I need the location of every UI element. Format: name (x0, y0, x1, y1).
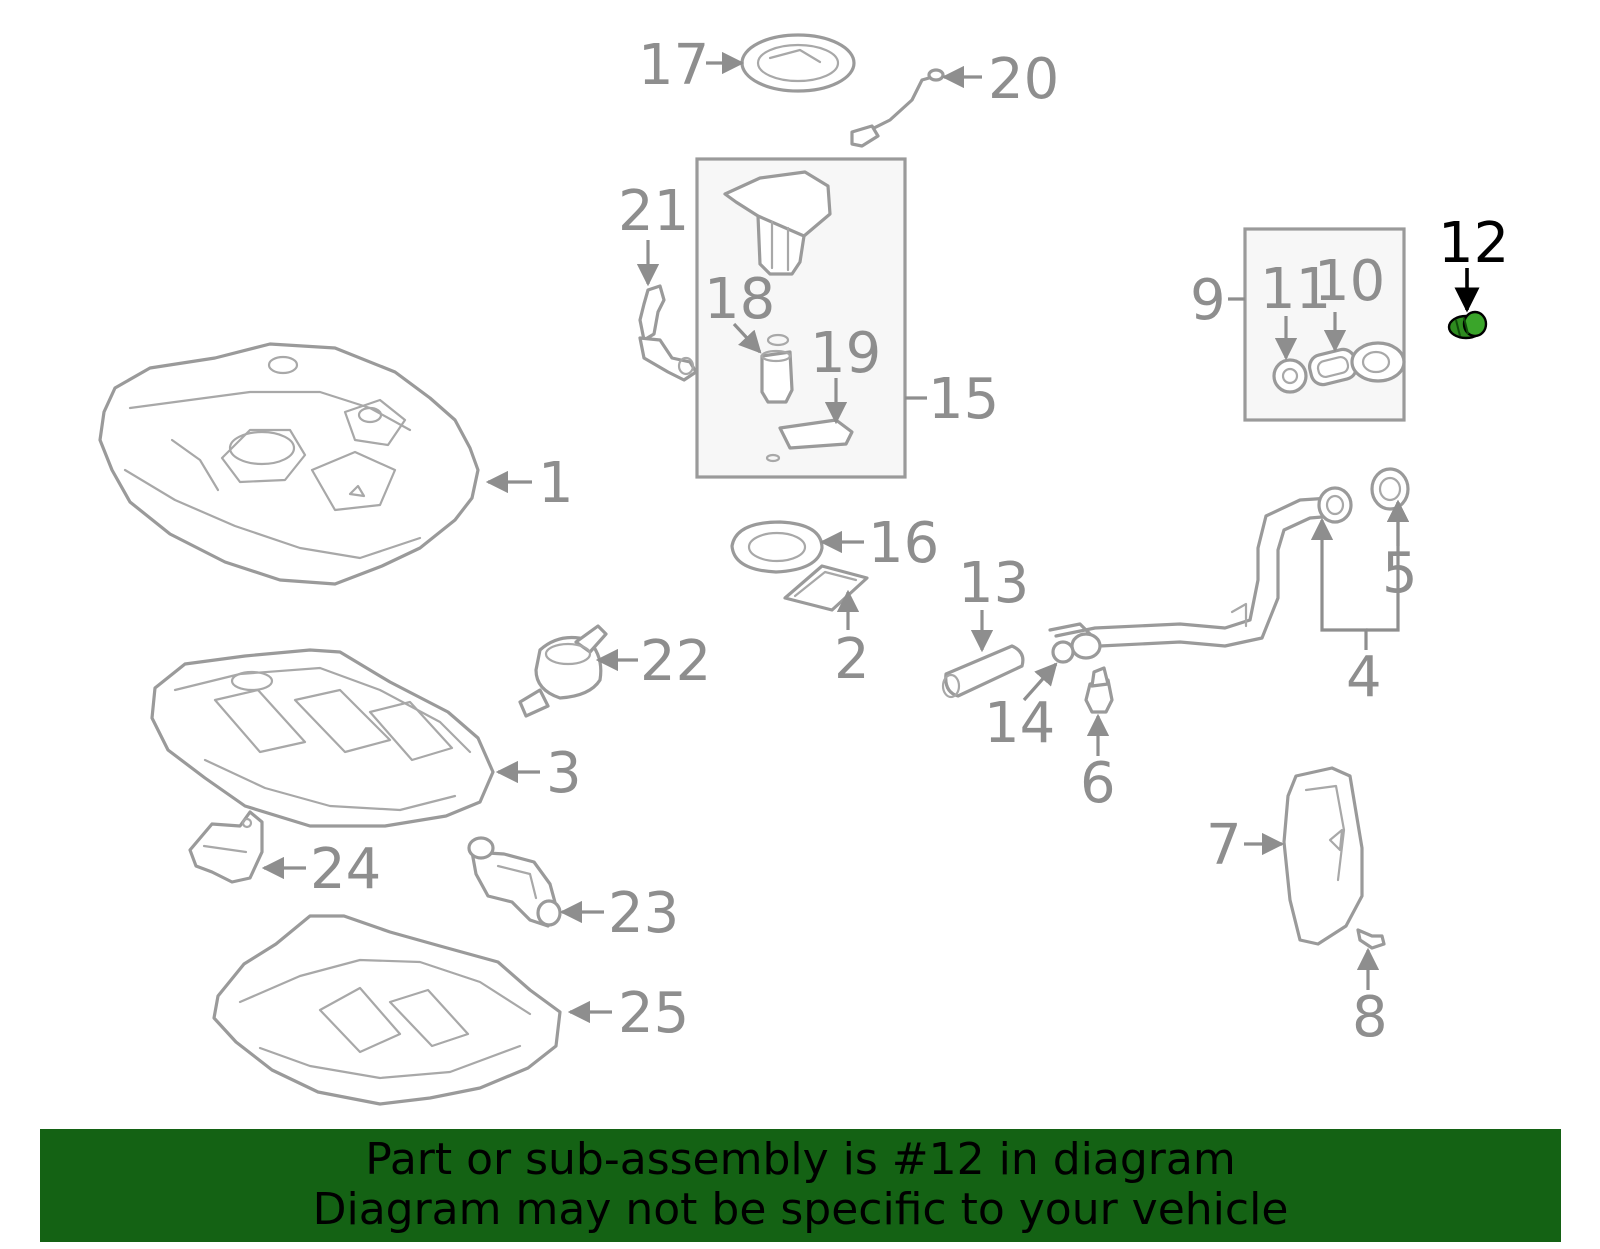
callout-3: 3 (546, 741, 582, 806)
callout-18: 18 (704, 267, 775, 332)
callout-labels: 1 2 3 4 5 6 7 8 9 10 11 12 13 14 15 16 1… (310, 33, 1509, 1050)
leader-lines (261, 51, 1480, 1024)
gasket-part (1370, 467, 1410, 511)
callout-9: 9 (1190, 268, 1226, 333)
callout-7: 7 (1206, 813, 1242, 878)
callout-16: 16 (868, 511, 939, 576)
leader-18 (732, 322, 762, 354)
bracket-part (188, 810, 264, 884)
callout-22: 22 (640, 629, 711, 694)
fuel-door-kit-box (1243, 227, 1406, 422)
plug-part-highlighted (1447, 310, 1488, 340)
callout-20: 20 (988, 47, 1059, 112)
vent-valve-part (518, 624, 608, 718)
callout-12: 12 (1438, 211, 1509, 276)
canister-valve-part (467, 836, 562, 928)
sensor-part (638, 284, 698, 382)
callout-15: 15 (928, 367, 999, 432)
tank-protector-part (150, 648, 495, 828)
callout-1: 1 (538, 451, 574, 516)
callout-21: 21 (618, 179, 689, 244)
retainer-ring-part (730, 520, 824, 574)
callout-25: 25 (618, 981, 689, 1046)
callout-6: 6 (1080, 751, 1116, 816)
callout-19: 19 (810, 321, 881, 386)
leader-4a (1310, 517, 1368, 650)
leader-14 (1022, 662, 1058, 702)
banner-line-part-number: Part or sub-assembly is #12 in diagram (365, 1134, 1236, 1185)
hose-part (941, 644, 1025, 699)
callout-5: 5 (1382, 541, 1418, 606)
callout-23: 23 (608, 881, 679, 946)
banner-line-disclaimer: Diagram may not be specific to your vehi… (312, 1184, 1289, 1235)
callout-17: 17 (638, 33, 709, 98)
callout-13: 13 (958, 551, 1029, 616)
callout-8: 8 (1352, 985, 1388, 1050)
fuel-tank-part (98, 342, 480, 586)
callout-14: 14 (984, 691, 1055, 756)
cover-plate-part (740, 33, 856, 93)
clip-part (1356, 928, 1386, 950)
part-info-banner: Part or sub-assembly is #12 in diagram D… (40, 1129, 1561, 1242)
splash-shield-part (1282, 766, 1364, 946)
fuel-pump-module-box (695, 157, 907, 479)
callout-4: 4 (1346, 645, 1382, 710)
under-cover-part (212, 914, 562, 1106)
filler-pipe-part (1048, 486, 1353, 660)
sender-wire-part (850, 68, 945, 148)
callout-2: 2 (834, 627, 870, 692)
callout-10: 10 (1314, 249, 1385, 314)
o-ring-part (1051, 640, 1075, 664)
callout-11: 11 (1260, 257, 1331, 322)
callout-24: 24 (310, 837, 381, 902)
filter-pad-part (783, 564, 869, 612)
valve-fitting-part (1084, 666, 1114, 714)
